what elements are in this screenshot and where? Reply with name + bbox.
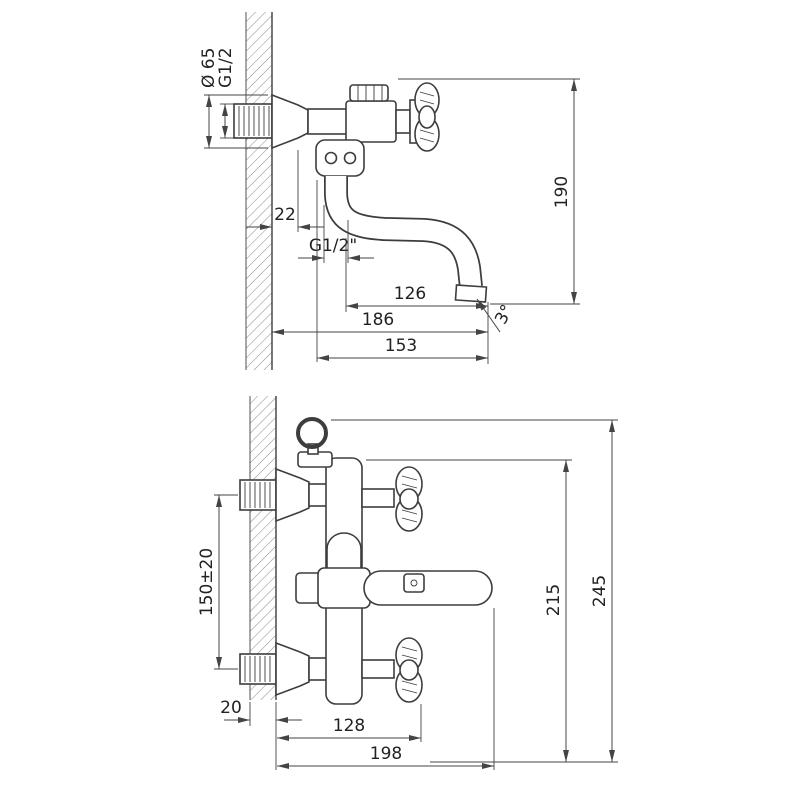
- dim-label-flange-diameter: Ø 65: [199, 48, 219, 88]
- inlet-thread-side: [233, 103, 273, 139]
- dim-label-overall-reach: 186: [362, 310, 394, 330]
- dim-overall-reach: 186: [272, 310, 488, 335]
- dim-spout-thread: G1/2": [298, 205, 374, 263]
- spout-front: [363, 570, 493, 606]
- spout-junction: [315, 139, 365, 177]
- dim-label-outlet-angle: 3°: [491, 301, 518, 327]
- dim-label-center-width: 128: [333, 716, 365, 736]
- valve-body-side: [307, 100, 397, 143]
- side-view: Ø 65 G1/2 22 G1/2" 126: [199, 12, 580, 370]
- dim-inlet-thread: G1/2: [216, 47, 236, 139]
- dim-overall-height: 245: [331, 419, 618, 762]
- dim-body-height: 215: [366, 459, 618, 763]
- dim-label-projection: 153: [385, 336, 417, 356]
- dim-label-flange-depth: 22: [274, 205, 296, 225]
- diverter-knob-side: [349, 84, 389, 102]
- dim-label-inlet-spacing: 150±20: [197, 548, 217, 616]
- dim-label-drop-height: 190: [552, 176, 572, 208]
- dim-label-overall-height: 245: [590, 575, 610, 607]
- handle-bottom: [361, 637, 423, 703]
- dim-overall-width: 198: [277, 608, 495, 770]
- dim-label-inlet-thread: G1/2: [216, 47, 236, 88]
- handle-top: [361, 466, 423, 532]
- escutcheon-side: [271, 93, 309, 150]
- inlet-top: [239, 467, 328, 523]
- dim-flange-diameter: Ø 65: [199, 48, 268, 149]
- dim-spout-reach: 126: [345, 238, 489, 364]
- dim-label-body-height: 215: [544, 584, 564, 616]
- spout-tube: [324, 176, 483, 289]
- dim-projection: 153: [316, 180, 488, 362]
- spout-aerator: [454, 284, 488, 303]
- dim-inlet-spacing: 150±20: [197, 494, 238, 670]
- dim-center-width: 128: [277, 704, 422, 742]
- dim-wall-gap: 20: [220, 698, 302, 770]
- wall-section-side: [245, 12, 273, 370]
- dim-flange-depth: 22: [246, 150, 324, 232]
- dim-label-wall-gap: 20: [220, 698, 242, 718]
- shower-hook-ring: [296, 417, 333, 468]
- dim-label-overall-width: 198: [370, 744, 402, 764]
- dim-label-spout-thread: G1/2": [309, 236, 357, 256]
- dim-drop-height: 190: [398, 78, 580, 305]
- mixer-center: [295, 532, 371, 609]
- front-view: 150±20 20 128 198 215 24: [197, 396, 618, 770]
- handle-side: [395, 82, 440, 152]
- dim-label-spout-reach: 126: [394, 284, 426, 304]
